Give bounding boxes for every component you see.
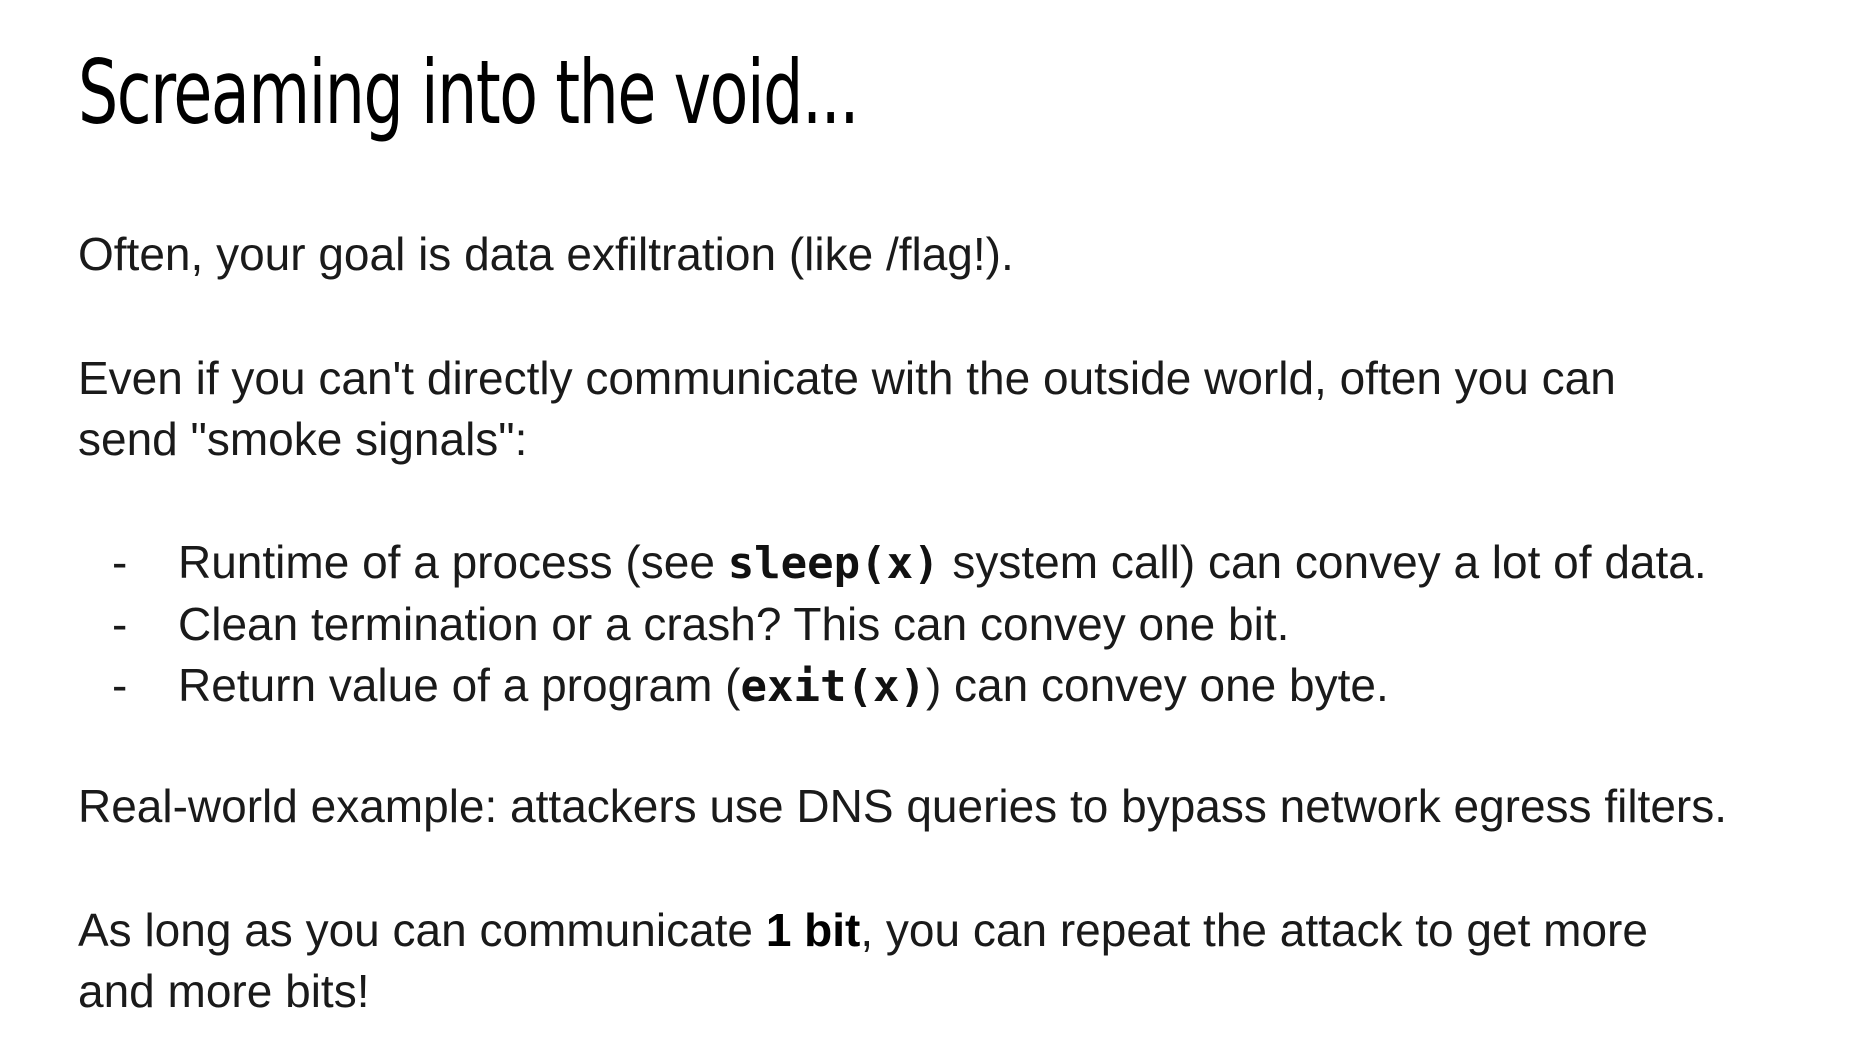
paragraph-dns-example: Real-world example: attackers use DNS qu… xyxy=(78,780,1728,832)
paragraph-one-bit-line2: and more bits! xyxy=(78,965,370,1017)
bullet-marker: - xyxy=(112,598,128,650)
bullet-text: system call) can convey a lot of data. xyxy=(939,536,1707,588)
paragraph-one-bit-rest: , you can repeat the attack to get more xyxy=(860,904,1648,956)
list-item: - Clean termination or a crash? This can… xyxy=(78,594,1858,655)
bullet-marker: - xyxy=(112,536,128,588)
code-exit: exit(x) xyxy=(740,661,926,712)
bullet-marker: - xyxy=(112,659,128,711)
paragraph-one-bit: As long as you can communicate 1 bit, yo… xyxy=(78,900,1838,1022)
paragraph-smoke-signals-line1: Even if you can't directly communicate w… xyxy=(78,352,1616,404)
code-sleep: sleep(x) xyxy=(727,538,940,589)
bullet-text: ) can convey one byte. xyxy=(925,659,1389,711)
slide-title: Screaming into the void... xyxy=(78,41,859,144)
bullet-text: Return value of a program ( xyxy=(178,659,741,711)
paragraph-smoke-signals-line2: send "smoke signals": xyxy=(78,413,528,465)
bullet-text: Clean termination or a crash? This can c… xyxy=(178,598,1290,650)
bullet-text: Runtime of a process (see xyxy=(178,536,728,588)
list-item: - Runtime of a process (see sleep(x) sys… xyxy=(78,532,1858,594)
bullet-list: - Runtime of a process (see sleep(x) sys… xyxy=(78,532,1858,717)
list-item: - Return value of a program (exit(x)) ca… xyxy=(78,655,1858,717)
paragraph-exfiltration-goal: Often, your goal is data exfiltration (l… xyxy=(78,228,1014,280)
emphasis-one-bit: 1 bit xyxy=(765,904,861,956)
paragraph-one-bit-start: As long as you can communicate xyxy=(78,904,766,956)
paragraph-smoke-signals: Even if you can't directly communicate w… xyxy=(78,348,1838,470)
